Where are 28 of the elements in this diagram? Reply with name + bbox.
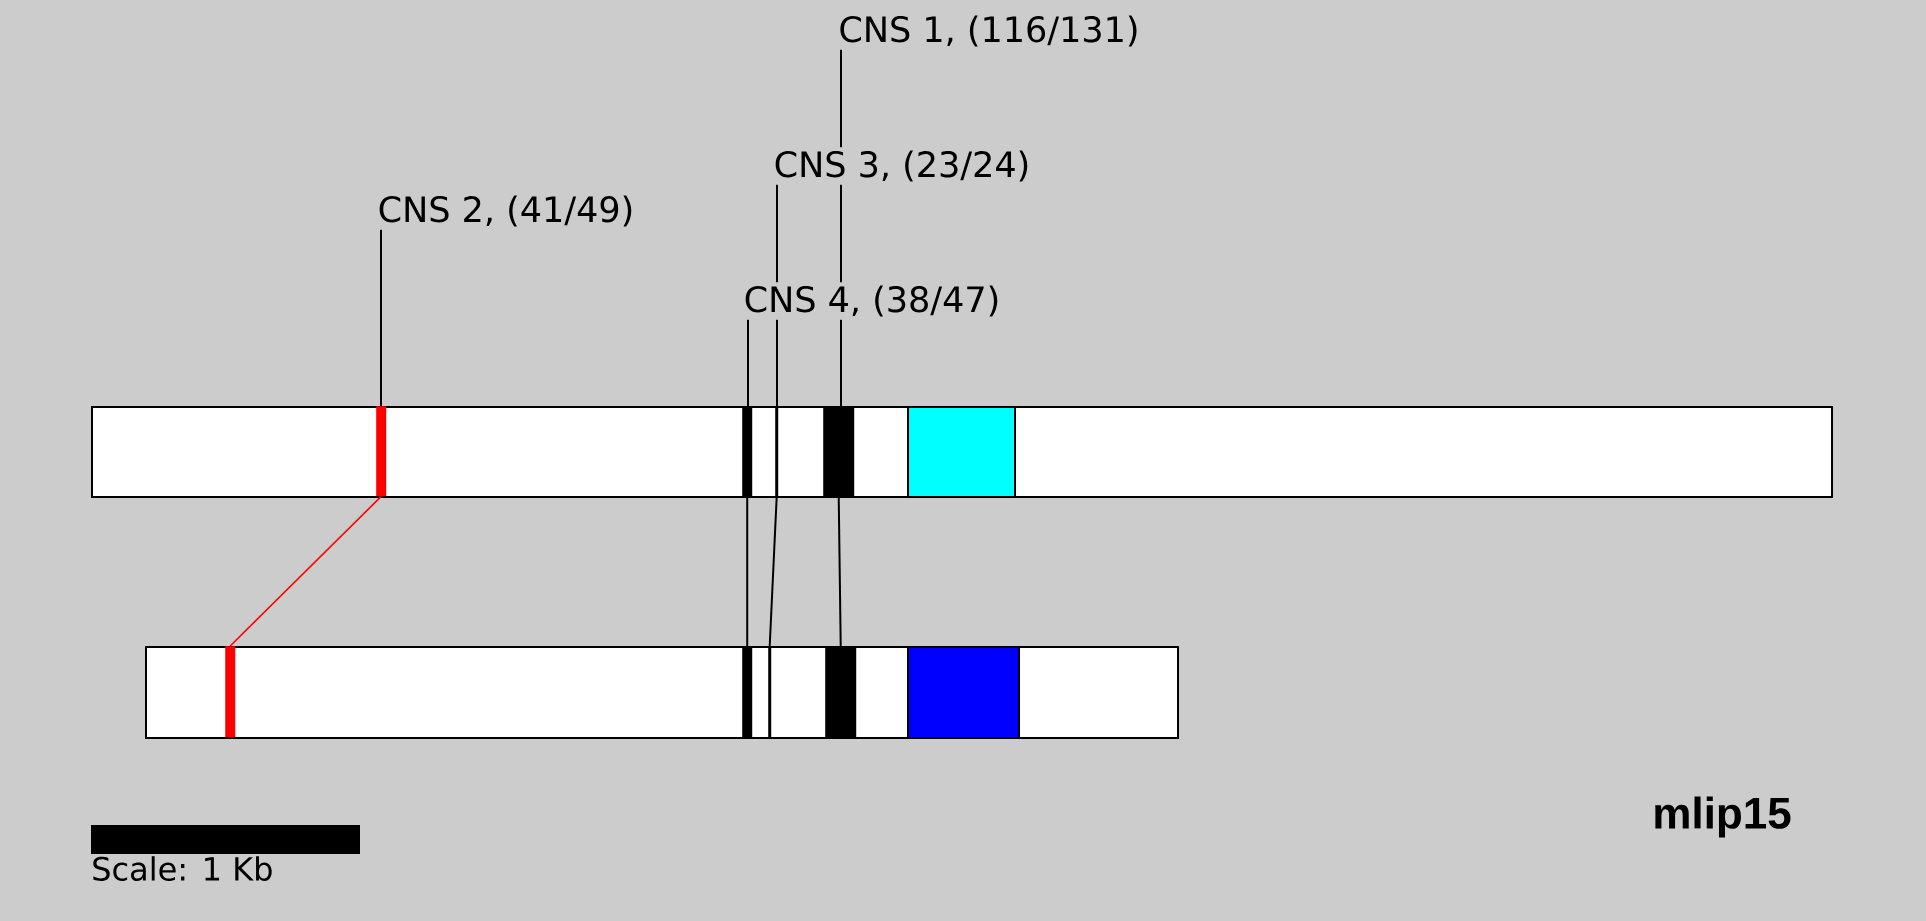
band-mark — [825, 646, 857, 738]
leader-line — [776, 183, 778, 284]
filled-block — [907, 406, 1016, 498]
leader-line — [747, 318, 749, 407]
cns-label: CNS 3, (23/24) — [775, 150, 1028, 182]
band-mark — [742, 646, 753, 738]
band-mark — [225, 646, 236, 738]
cns-label: CNS 2, (41/49) — [379, 195, 632, 227]
leader-line — [840, 318, 842, 407]
gene-name: mlip15 — [1655, 796, 1791, 838]
sequence-bar — [91, 406, 1834, 498]
filled-block — [907, 646, 1020, 739]
leader-line — [840, 183, 842, 284]
leader-line — [776, 318, 778, 407]
connector-line — [229, 495, 382, 647]
band-mark — [376, 406, 387, 497]
cns-label: CNS 1, (116/131) — [840, 15, 1137, 47]
leader-line — [380, 228, 382, 407]
connector-line — [837, 495, 842, 647]
band-mark — [823, 406, 855, 497]
cns-label: CNS 4, (38/47) — [745, 285, 998, 317]
band-mark — [768, 646, 772, 738]
band-mark — [775, 406, 779, 497]
scale-bar-drawing: Scale: 1 Kb — [91, 825, 360, 881]
connector-line — [746, 495, 749, 647]
band-mark — [742, 406, 753, 497]
connector-line — [768, 495, 778, 647]
leader-line — [840, 48, 842, 149]
